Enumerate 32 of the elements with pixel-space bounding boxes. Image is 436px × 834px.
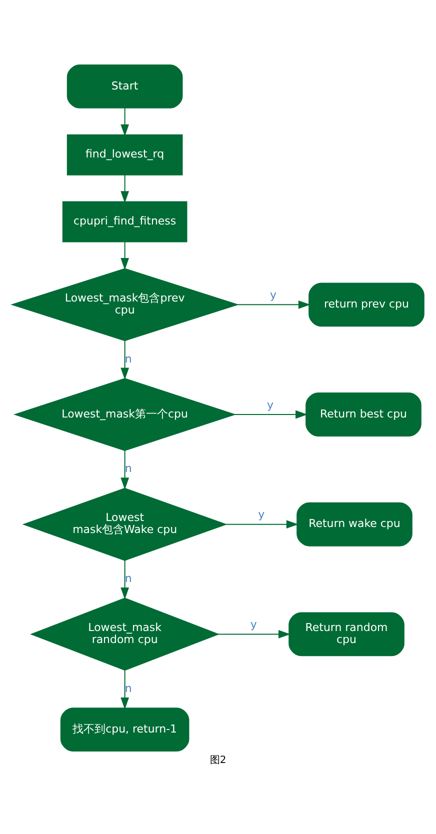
edge-label: y (258, 508, 265, 521)
arrow (120, 174, 130, 203)
node-diamond: Lowest_mask包含prev cpu (10, 268, 240, 341)
node-box: find_lowest_rq (66, 134, 183, 175)
arrow (120, 669, 130, 709)
node-box: Start (66, 64, 183, 108)
edge-label: y (270, 288, 277, 301)
node-box: return prev cpu (308, 282, 424, 326)
arrow (237, 300, 310, 308)
arrow (120, 450, 130, 490)
node-box: Return random cpu (288, 612, 404, 656)
edge-label: n (124, 681, 132, 694)
edge-label: n (124, 352, 132, 365)
arrow (120, 340, 130, 380)
edge-label: y (266, 398, 274, 411)
arrow (234, 410, 308, 418)
node-diamond: Lowest_mask random cpu (30, 597, 220, 670)
arrow (120, 107, 130, 136)
node-box: Return wake cpu (296, 502, 412, 546)
caption: 图2 (210, 754, 226, 766)
node-box: cpupri_find_fitness (62, 200, 188, 242)
node-diamond: Lowest_mask第一个cpu (14, 378, 236, 450)
arrow (225, 520, 298, 528)
edge-label: n (124, 572, 132, 585)
node-box: 找不到cpu, return-1 (60, 707, 190, 752)
node-box: Return best cpu (306, 392, 422, 436)
edge-label: y (250, 618, 257, 631)
arrow (120, 559, 130, 599)
edge-label: n (124, 462, 132, 475)
node-diamond: Lowest mask包含Wake cpu (22, 487, 228, 560)
arrow (120, 240, 130, 270)
arrow (218, 630, 290, 638)
